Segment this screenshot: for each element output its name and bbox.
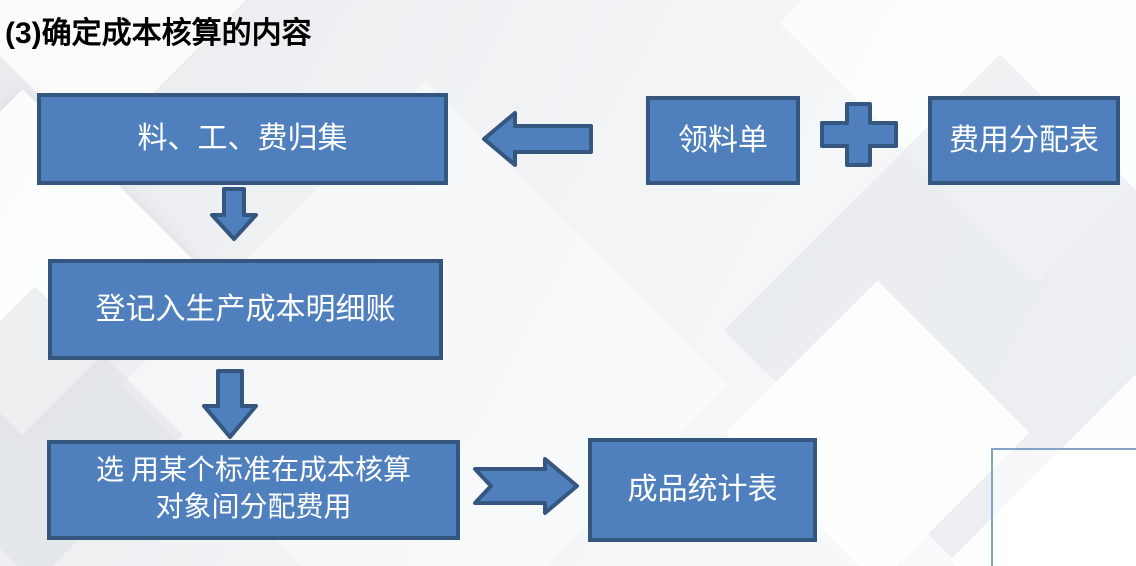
flow-box-production-cost-ledger-label: 登记入生产成本明细账 <box>95 292 396 326</box>
flow-box-collect: 料、工、费归集 <box>37 93 448 185</box>
arrow-right-icon <box>470 452 582 520</box>
page-title: (3)确定成本核算的内容 <box>5 17 312 50</box>
content-placeholder-box <box>991 448 1136 566</box>
flow-box-expense-allocation-table: 费用分配表 <box>928 96 1120 185</box>
flow-box-finished-goods-statistics: 成品统计表 <box>588 438 817 542</box>
flow-box-expense-allocation-table-label: 费用分配表 <box>949 123 1099 157</box>
flow-box-allocate-expenses-label: 选 用某个标准在成本核算 对象间分配费用 <box>95 455 411 523</box>
plus-icon <box>819 101 899 169</box>
flow-box-material-requisition: 领料单 <box>646 96 800 185</box>
flow-box-allocate-expenses: 选 用某个标准在成本核算 对象间分配费用 <box>47 440 460 540</box>
flow-box-finished-goods-statistics-label: 成品统计表 <box>627 473 778 507</box>
arrow-left-icon <box>481 108 595 170</box>
flow-box-collect-label: 料、工、费归集 <box>137 122 348 156</box>
flow-box-production-cost-ledger: 登记入生产成本明细账 <box>48 259 443 360</box>
arrow-down-icon <box>201 368 259 440</box>
arrow-down-icon <box>209 186 259 242</box>
flow-box-material-requisition-label: 领料单 <box>678 123 768 157</box>
